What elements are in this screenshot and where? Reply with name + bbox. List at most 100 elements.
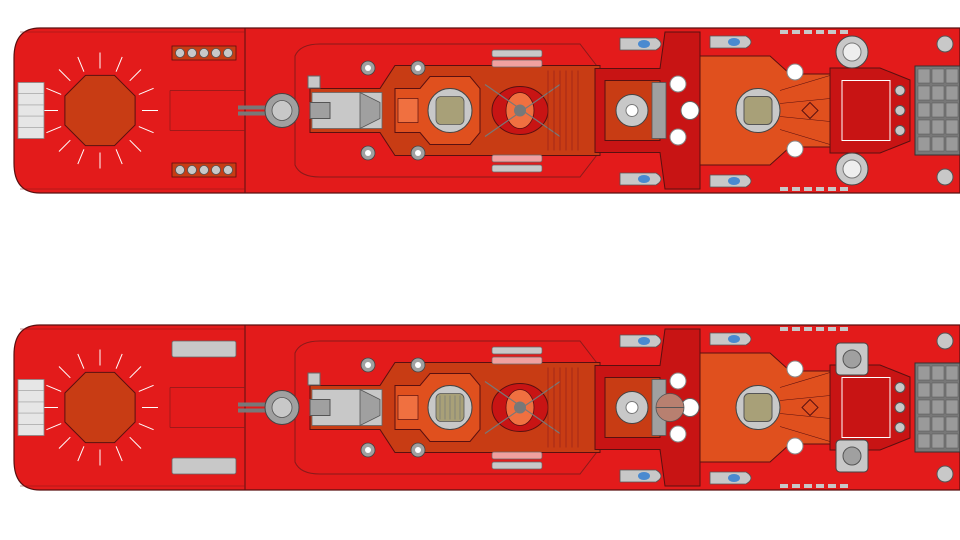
small-mount-icon — [894, 402, 906, 413]
missile-launcher-icon — [491, 461, 543, 470]
vls-cell — [917, 399, 931, 415]
small-mount-icon — [894, 125, 906, 136]
small-mount-icon — [894, 105, 906, 116]
missile-launcher-icon — [491, 356, 543, 365]
railing-post — [828, 30, 836, 34]
helipad-marking — [46, 87, 62, 95]
small-mount-icon — [894, 422, 906, 433]
bridge-line — [779, 372, 831, 388]
vls-cell — [917, 365, 931, 381]
railing-post — [804, 30, 812, 34]
searchlight-icon — [786, 360, 804, 378]
canister-marker — [728, 177, 740, 185]
bridge-line — [779, 413, 831, 419]
vls-cell — [931, 85, 945, 101]
helipad-marking — [115, 56, 123, 72]
bridge-line — [779, 75, 831, 91]
vls-cell — [945, 102, 959, 118]
bow-mount-icon — [936, 332, 954, 350]
helipad-marking — [58, 436, 71, 449]
torpedo-tube-icon — [187, 48, 197, 58]
gun-barrel — [238, 408, 268, 413]
vls-cell — [945, 119, 959, 135]
railing-post — [780, 327, 788, 331]
torpedo-tube-icon — [211, 48, 221, 58]
bridge-line — [779, 395, 831, 401]
helipad-marking — [58, 69, 71, 82]
searchlight-icon — [669, 128, 687, 146]
helipad-marking — [77, 446, 85, 462]
railing-post — [804, 484, 812, 488]
vls-cell — [945, 136, 959, 152]
vls-cell — [917, 416, 931, 432]
radar-array — [651, 82, 667, 139]
helipad-marking — [115, 149, 123, 165]
railing-post — [816, 327, 824, 331]
ciws-dome — [415, 150, 421, 156]
railing-post — [840, 187, 848, 191]
helipad-marking — [129, 139, 142, 152]
hangar-door — [309, 102, 331, 119]
railing-post — [828, 327, 836, 331]
bridge-line — [779, 129, 831, 145]
deck-hatch — [171, 457, 237, 475]
vls-cell — [945, 85, 959, 101]
ciws-dome — [365, 447, 371, 453]
missile-launcher-icon — [491, 164, 543, 173]
vls-cell — [917, 136, 931, 152]
helipad-marking — [129, 69, 142, 82]
bridge-line — [779, 426, 831, 442]
mast-top — [625, 104, 639, 117]
vls-cell — [931, 416, 945, 432]
bow-marker — [801, 398, 819, 417]
deck-outline — [169, 90, 245, 131]
ship-plan-top — [13, 27, 960, 194]
helipad-marking — [138, 87, 154, 95]
bridge-line — [779, 116, 831, 122]
canister-marker — [638, 40, 650, 48]
missile-launcher-icon — [491, 346, 543, 355]
bow-marker — [801, 101, 819, 120]
ship-plan-bottom — [13, 324, 960, 491]
railing-post — [840, 327, 848, 331]
railing-post — [792, 187, 800, 191]
gun-barrel — [238, 111, 268, 116]
turret-top — [271, 100, 293, 121]
railing-post — [828, 484, 836, 488]
gun-barrel — [238, 402, 268, 407]
torpedo-tube-icon — [223, 165, 233, 175]
helipad-marking — [115, 353, 123, 369]
funnel-cap — [435, 96, 465, 125]
helipad-icon — [64, 371, 136, 444]
vls-cell — [945, 365, 959, 381]
vls-cell — [945, 416, 959, 432]
missile-launcher-icon — [491, 59, 543, 68]
searchlight-icon — [669, 372, 687, 390]
helipad-marking — [77, 353, 85, 369]
vls-cell — [931, 433, 945, 449]
torpedo-tube-icon — [223, 48, 233, 58]
missile-launcher-icon — [491, 451, 543, 460]
helipad-marking — [115, 446, 123, 462]
helipad-marking — [46, 423, 62, 431]
vls-cell — [931, 399, 945, 415]
torpedo-tube-icon — [199, 165, 209, 175]
vls-cell — [917, 382, 931, 398]
torpedo-tube-icon — [175, 48, 185, 58]
ciws-dome — [415, 65, 421, 71]
deck-outline — [169, 387, 245, 428]
railing-post — [792, 484, 800, 488]
searchlight-icon — [786, 140, 804, 158]
canister-marker — [638, 175, 650, 183]
helipad-icon — [64, 74, 136, 147]
helipad-marking — [138, 126, 154, 134]
radar-face — [743, 96, 773, 125]
deck-hatch — [171, 340, 237, 358]
helipad-marking — [58, 139, 71, 152]
director-top — [842, 159, 862, 179]
stern-ramp — [17, 82, 45, 139]
torpedo-tube-icon — [187, 165, 197, 175]
searchlight-icon — [669, 425, 687, 443]
searchlight-icon — [669, 75, 687, 93]
